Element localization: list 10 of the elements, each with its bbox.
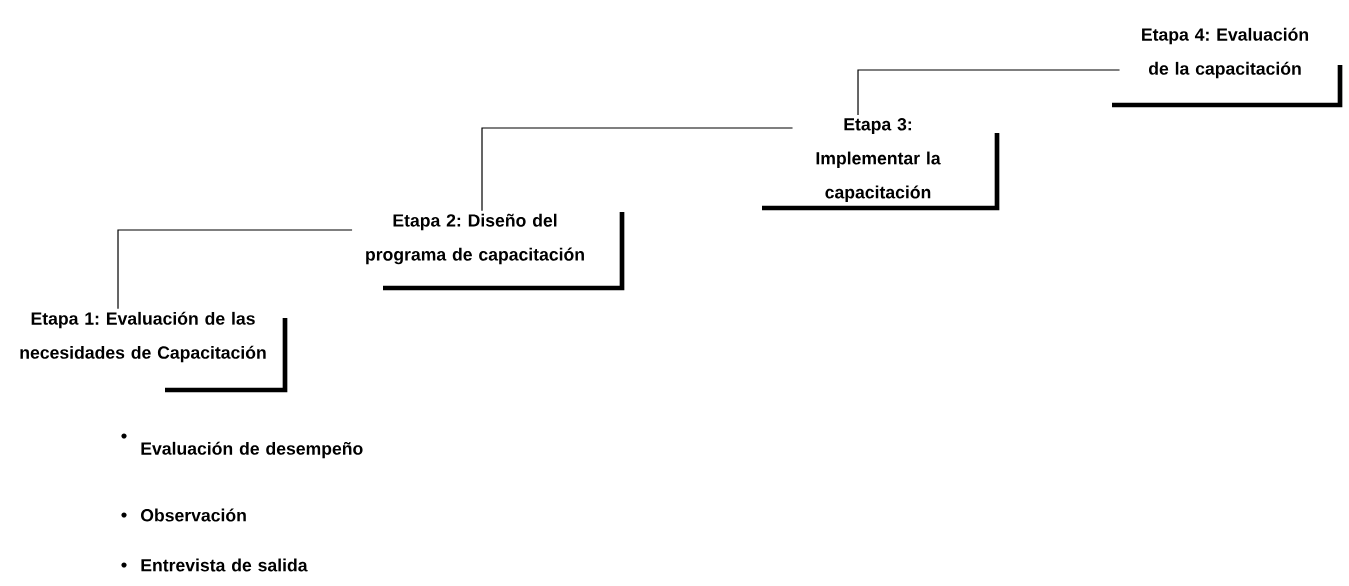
stage-box: Etapa 1: Evaluación de las necesidades de Capacitación	[20, 311, 288, 393]
stage-box: Etapa 2: Diseño del programa de capacitación	[366, 212, 625, 291]
stage-box: Etapa 3: Implementar la capacitación	[762, 118, 1000, 211]
connector-line	[857, 69, 1121, 116]
bullet-item: Evaluación de desempeño	[141, 441, 363, 459]
stage-box: Etapa 4: Evaluación de la capacitación	[1112, 27, 1343, 108]
connector-line	[481, 127, 794, 212]
bullet-item: Observación	[141, 508, 246, 522]
connector-line	[117, 229, 353, 310]
bullet-item: Entrevista de salida	[141, 558, 308, 572]
